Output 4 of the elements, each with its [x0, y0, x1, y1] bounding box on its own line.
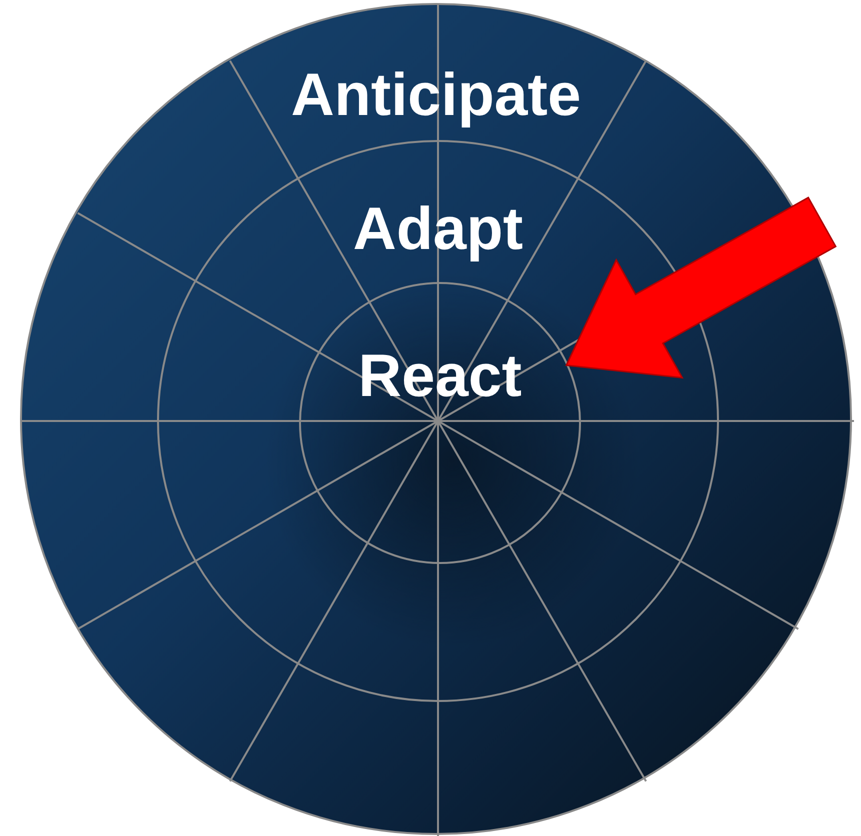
- arrow: [565, 196, 837, 379]
- ring-label: React: [358, 343, 522, 409]
- ring-label: Adapt: [353, 196, 523, 262]
- ring-label: Anticipate: [290, 62, 582, 128]
